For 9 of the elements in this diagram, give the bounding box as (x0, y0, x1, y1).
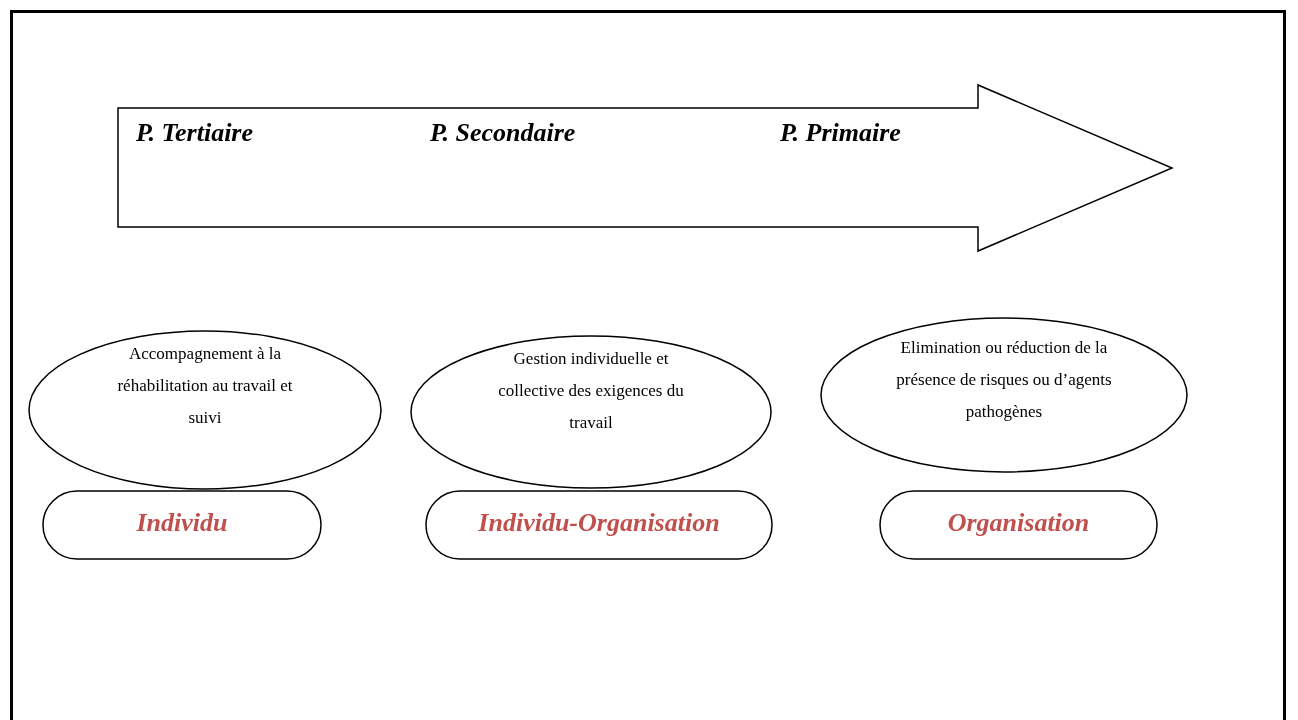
prevention-level-label: P. Tertiaire (136, 118, 253, 148)
category-label: Individu-Organisation (477, 508, 721, 538)
node-text: Elimination ou réduction de la présence de risques ou d’agents pathogènes (895, 337, 1113, 423)
prevention-level-label: P. Secondaire (430, 118, 576, 148)
category-label: Individu (135, 508, 229, 538)
prevention-level-label: P. Primaire (780, 118, 901, 148)
node-text: Gestion individuelle et collective des exigences du travail (497, 348, 685, 434)
category-label: Organisation (946, 508, 1091, 538)
node-text: Accompagnement à la réhabilitation au travail et suivi (116, 343, 294, 429)
